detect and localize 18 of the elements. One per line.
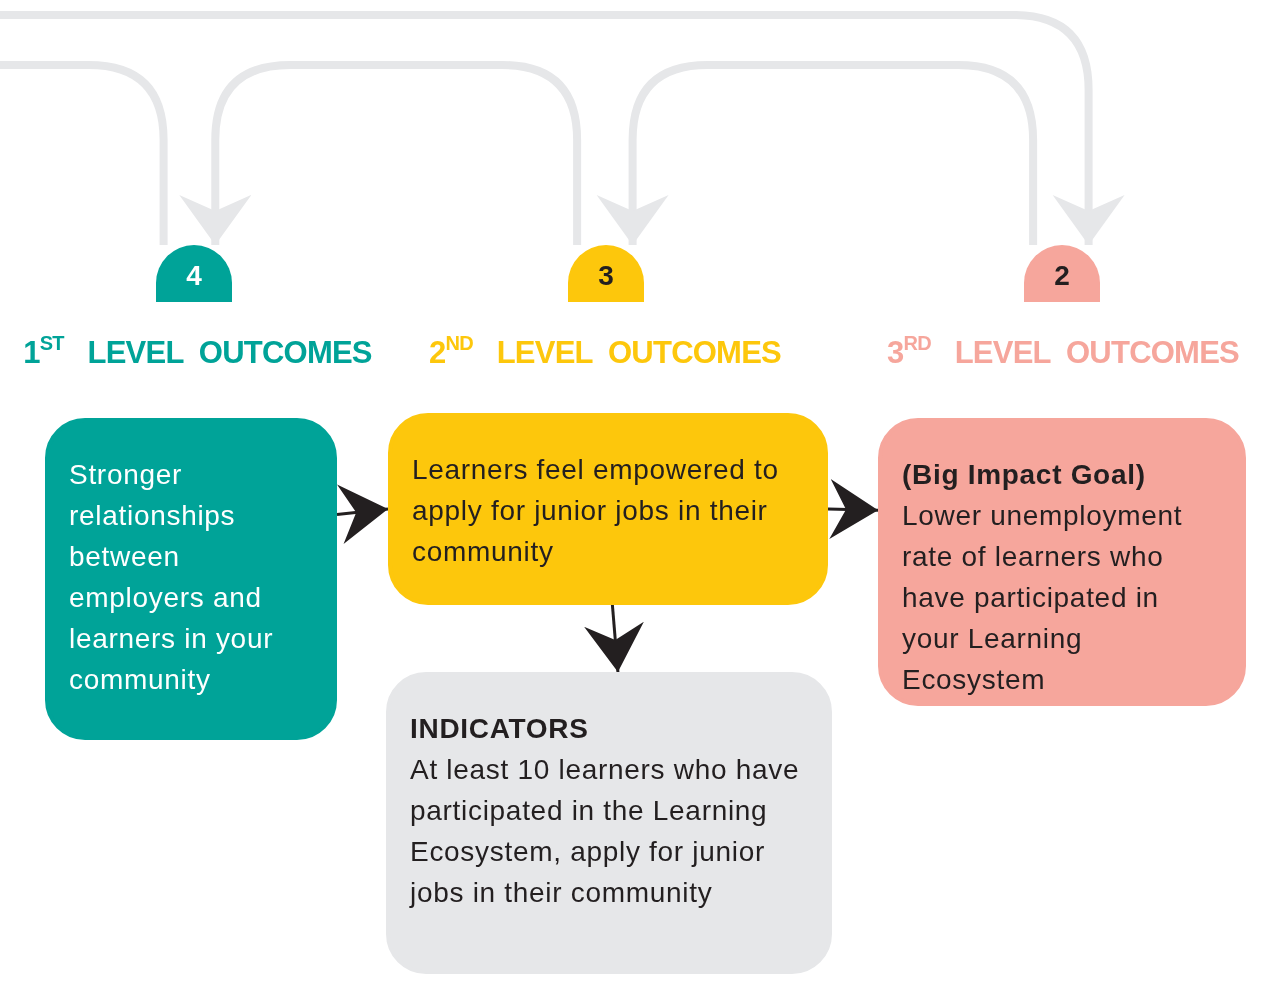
indicator-heading: INDICATORS [410,712,590,746]
arrow [584,604,644,673]
indicator-text: At least 10 learners who have participated in the Learning Ecosystem, apply for junior jobs in their community [410,753,801,910]
outcome-box: (Big Impact Goal) Lower unemployment rate of learners who have participated in your Learning Ecosystem [878,418,1246,706]
step-tab: 3 [568,245,644,302]
level-heading: 3$^{RD}$ LEVEL OUTCOMES [886,331,1240,372]
level-heading: 2$^{ND}$ LEVEL OUTCOMES [428,331,782,372]
arrow [596,61,1038,245]
step-tab: 4 [156,245,232,302]
arrow [0,11,1125,245]
step-tab: 2 [1024,245,1100,302]
indicator-box [386,672,832,974]
outcome-box: Learners feel empowered to apply for junior jobs in their community [388,413,828,605]
arrow [827,479,879,540]
arrow [336,484,389,545]
arrow [179,61,582,245]
outcome-box: Stronger relationships between employers and learners in your community [45,418,337,740]
level-heading: 1$^{ST}$ LEVEL OUTCOMES [22,331,373,372]
